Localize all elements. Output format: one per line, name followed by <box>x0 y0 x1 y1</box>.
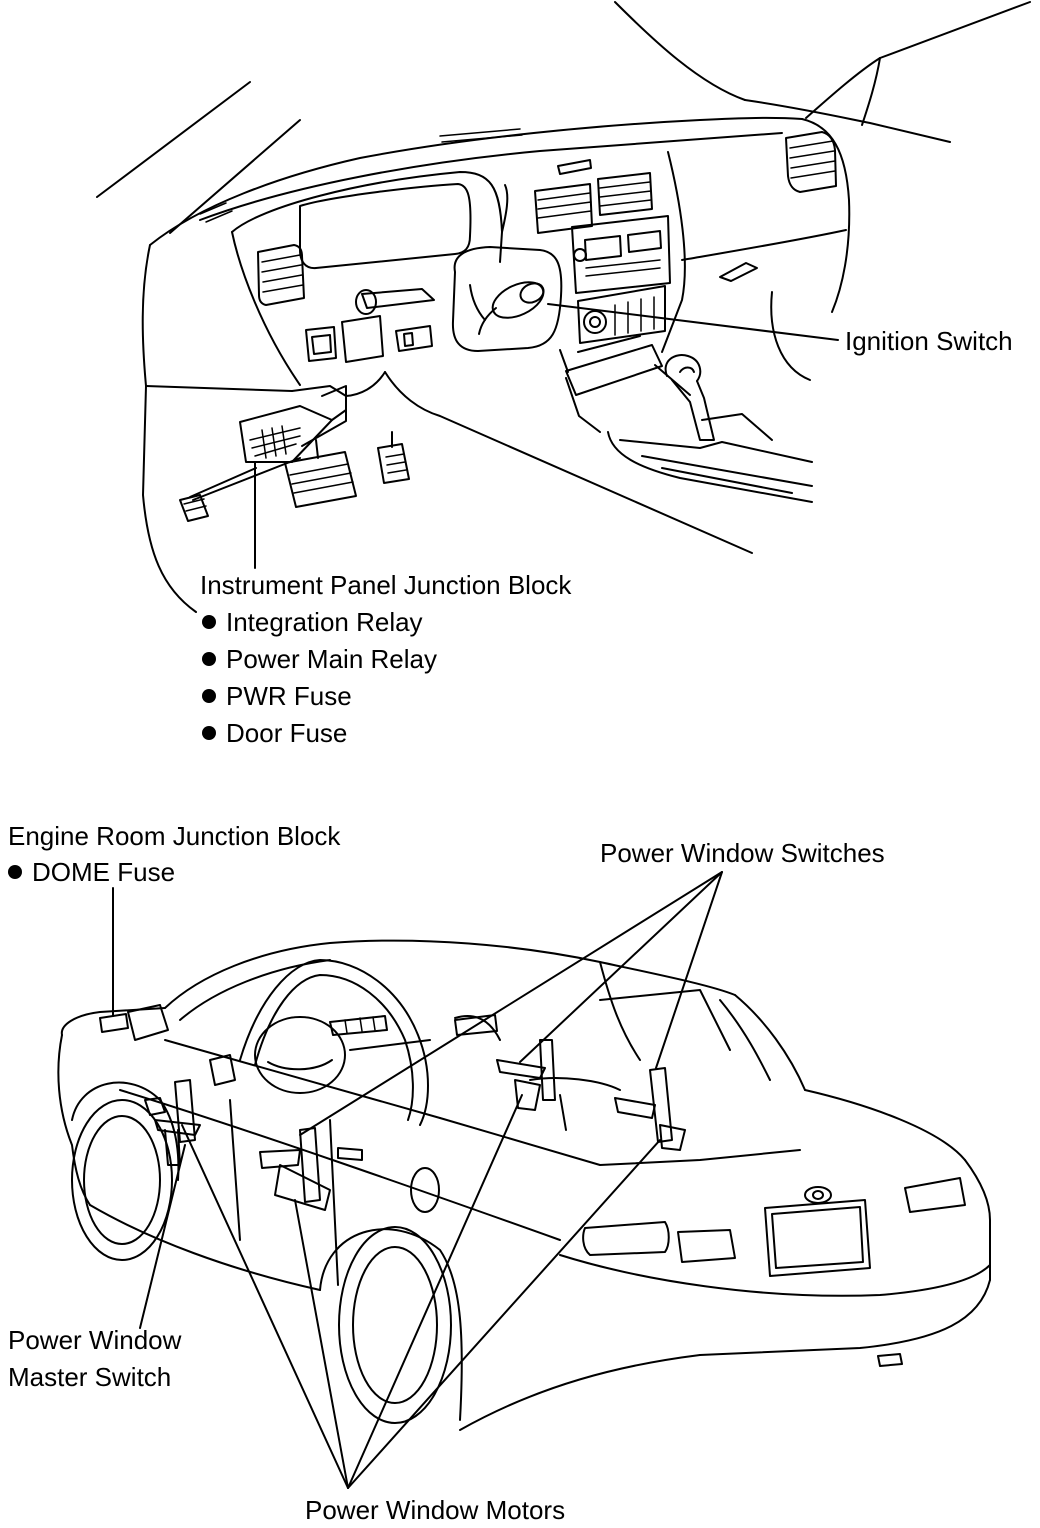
left-air-vent <box>257 244 305 306</box>
climate-control-panel <box>577 285 666 344</box>
center-air-vents <box>534 172 653 234</box>
door-fuse-label: Door Fuse <box>226 718 348 748</box>
list-item: DOME Fuse <box>8 854 340 890</box>
license-plate <box>764 1199 871 1277</box>
power-window-master-switch-label-line-2: Master Switch <box>8 1362 172 1392</box>
rear-right-window-regulator-drawing <box>614 1067 686 1151</box>
power-window-master-switch-label-line-1: Power Window <box>8 1325 182 1355</box>
right-air-vent <box>785 131 837 193</box>
bullet-icon <box>202 689 216 703</box>
instrument-panel-junction-block-label: Instrument Panel Junction Block <box>200 570 572 600</box>
steering-column <box>451 246 563 352</box>
door-window-frame <box>239 959 429 1126</box>
power-window-motors-leaders <box>181 1094 661 1489</box>
list-item: PWR Fuse <box>202 678 571 715</box>
list-item: Door Fuse <box>202 715 571 752</box>
leader-lines <box>112 303 839 1489</box>
car-drawing <box>57 939 991 1431</box>
brake-pedal <box>284 439 357 508</box>
list-item: Power Main Relay <box>202 641 571 678</box>
bullet-icon <box>202 652 216 666</box>
power-main-relay-label: Power Main Relay <box>226 644 437 674</box>
shift-lever <box>654 354 715 441</box>
body-side <box>89 1039 801 1291</box>
rear-left-window-regulator-drawing <box>259 1127 331 1211</box>
instrument-cluster <box>231 171 509 386</box>
power-window-motors-label: Power Window Motors <box>305 1495 566 1525</box>
roof-and-windows <box>164 939 806 1091</box>
engine-room-junction-block-label: Engine Room Junction Block <box>8 821 341 851</box>
trunk-and-rear <box>459 1089 991 1431</box>
power-window-master-switch-callout: Power Window Master Switch <box>8 1322 181 1396</box>
front-right-window-regulator-drawing <box>496 1039 556 1111</box>
instrument-panel-junction-block-callout: Instrument Panel Junction Block Integrat… <box>200 567 571 752</box>
accelerator-pedal <box>377 431 410 484</box>
instrument-panel-junction-block-drawing <box>239 385 347 463</box>
center-console <box>565 335 813 503</box>
glove-box <box>681 229 847 381</box>
engine-room-junction-block-callout: Engine Room Junction Block DOME Fuse <box>8 818 340 890</box>
dashboard-top <box>149 116 851 313</box>
fuel-door <box>410 1167 440 1213</box>
emblem-icon <box>804 1186 832 1204</box>
power-window-switches-label: Power Window Switches <box>600 838 885 868</box>
bullet-icon <box>202 726 216 740</box>
list-item: Integration Relay <box>202 604 571 641</box>
pwr-fuse-label: PWR Fuse <box>226 681 352 711</box>
combination-switch-stalk <box>355 288 435 315</box>
dashboard-left-side <box>141 244 293 613</box>
tail-lights <box>582 1177 966 1263</box>
door-handle <box>337 1147 363 1161</box>
ignition-switch-leader <box>547 303 839 341</box>
bullet-icon <box>8 865 22 879</box>
dome-fuse-label: DOME Fuse <box>32 857 176 887</box>
side-mirror <box>127 1004 169 1041</box>
center-stack-sides <box>559 151 686 373</box>
exhaust-pipe <box>877 1353 903 1367</box>
radio-unit <box>571 215 671 294</box>
car-interior <box>209 989 731 1131</box>
power-window-master-switch-leader <box>139 1144 186 1329</box>
hood-release-lever <box>179 457 301 522</box>
ignition-switch-label: Ignition Switch <box>845 326 1013 356</box>
dashboard-drawing <box>96 1 1031 613</box>
front-wheel <box>71 1099 173 1261</box>
lower-switch-panel <box>305 315 433 363</box>
engine-room-junction-block-drawing <box>99 1013 129 1033</box>
power-window-master-switch-drawing <box>144 1079 201 1166</box>
windshield-frame <box>96 1 1031 234</box>
rear-wheel <box>319 1226 463 1424</box>
integration-relay-label: Integration Relay <box>226 607 423 637</box>
power-window-switches-leaders <box>299 871 723 1136</box>
ignition-key-cylinder <box>478 281 545 335</box>
bullet-icon <box>202 615 216 629</box>
